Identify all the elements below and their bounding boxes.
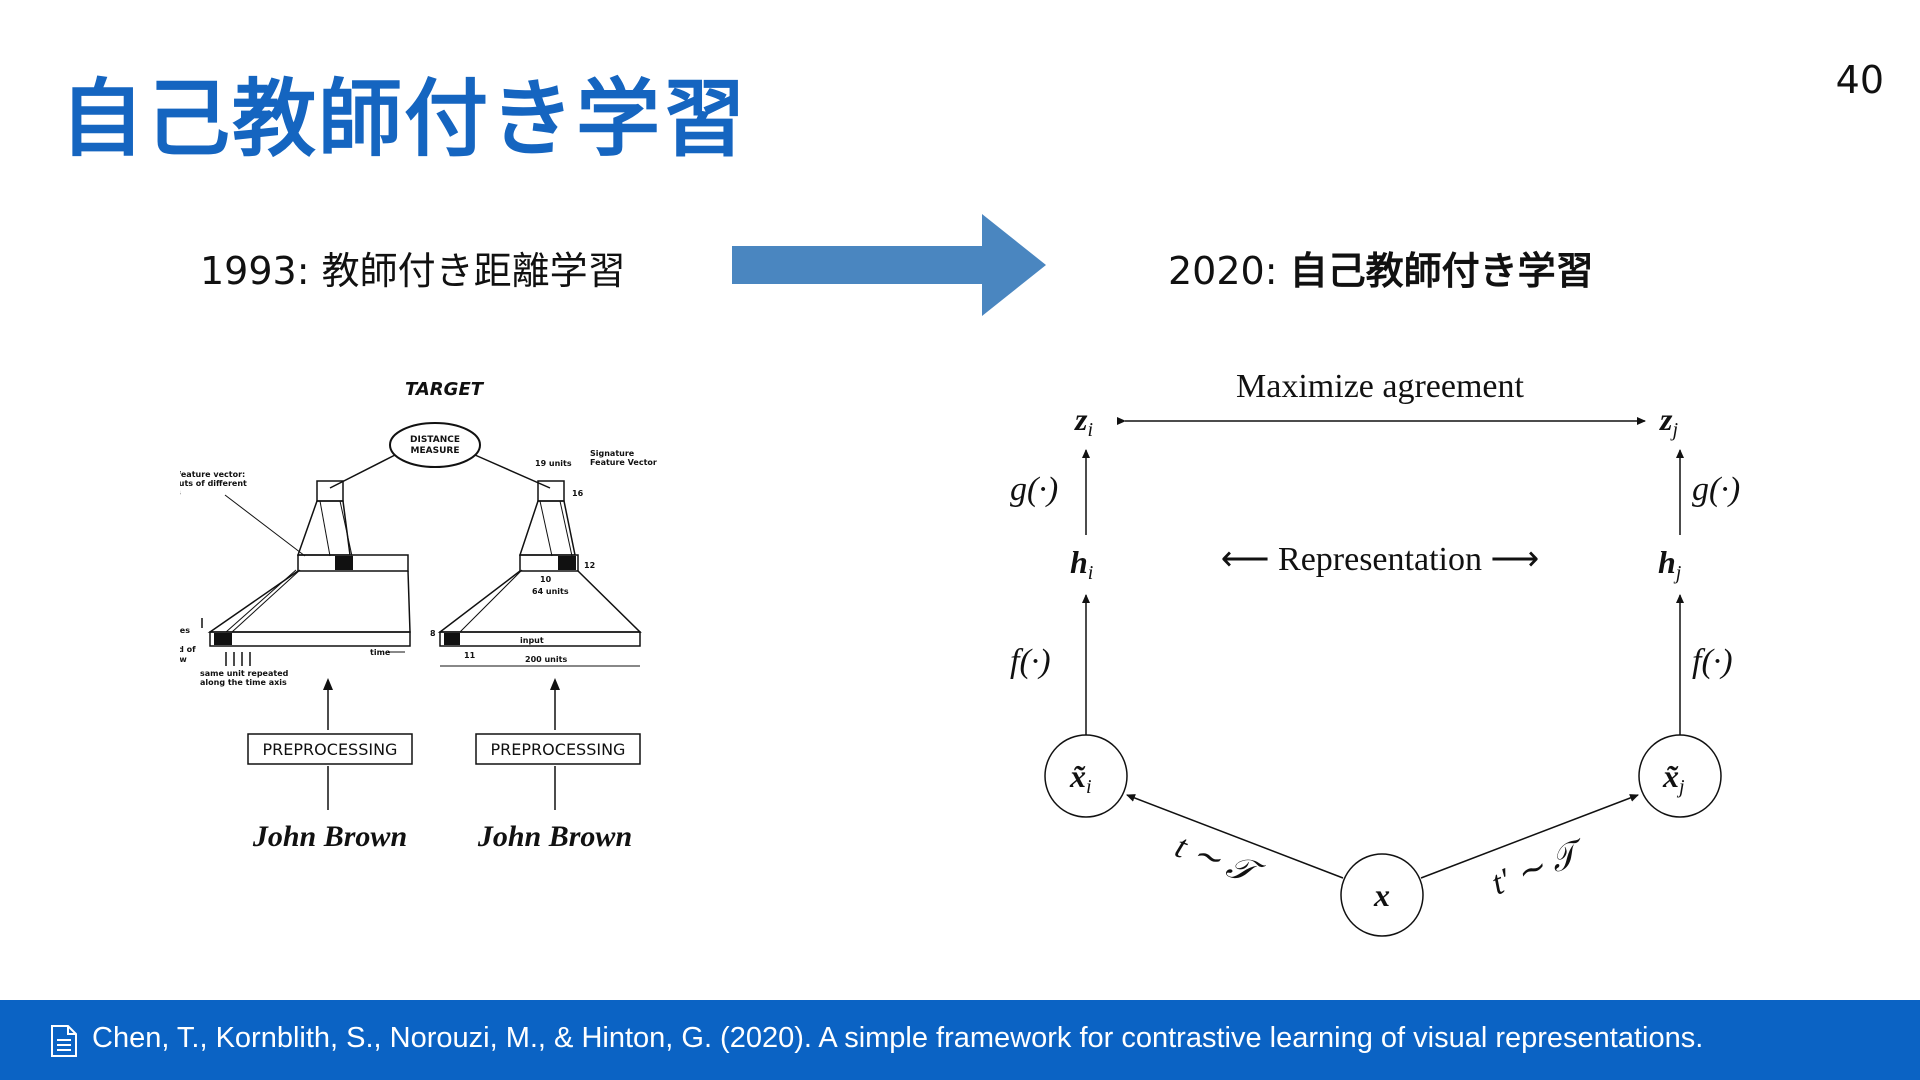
x-node xyxy=(1340,853,1424,937)
distance-measure-label-1: DISTANCE xyxy=(410,435,460,445)
signature-vector-label-1: Signature xyxy=(590,449,635,458)
document-icon xyxy=(51,1025,77,1057)
xi-sub: i xyxy=(1086,776,1092,798)
hj-label: h xyxy=(1658,544,1676,580)
left-heading-text: 教師付き距離学習 xyxy=(321,249,626,293)
xj-sub: j xyxy=(1676,776,1685,798)
preprocessing-right-label: PREPROCESSING xyxy=(491,740,626,759)
xj-node xyxy=(1638,734,1722,818)
siamese-network-diagram: TARGET DISTANCE MEASURE one feature vect… xyxy=(180,379,657,853)
svg-text:x̃i: x̃i xyxy=(1069,758,1092,798)
svg-text:zj: zj xyxy=(1659,401,1678,441)
same-unit-label-1: same unit repeated xyxy=(200,669,289,678)
xj-label: x̃ xyxy=(1662,758,1679,794)
representation-label: ⟵ Representation ⟶ xyxy=(1221,541,1539,578)
xi-node xyxy=(1044,734,1128,818)
preprocessing-right-box xyxy=(475,733,641,765)
signature-right: John Brown xyxy=(477,820,632,853)
signature-left: John Brown xyxy=(252,820,407,853)
t-right-label: t′ ∼ 𝒯 xyxy=(1487,833,1592,903)
signature-vector-label-2: Feature Vector xyxy=(590,458,657,467)
distance-measure-node xyxy=(389,422,481,468)
svg-text:zi: zi xyxy=(1074,401,1093,441)
maximize-agreement-label: Maximize agreement xyxy=(1236,368,1524,405)
simclr-framework-diagram: Maximize agreement zi zj g(·) g(·) hi hj… xyxy=(1010,368,1740,937)
left-hidden-layer xyxy=(297,554,409,572)
zj-label: z xyxy=(1659,401,1673,437)
transition-arrow-icon xyxy=(732,214,1046,316)
right-hidden-layer xyxy=(519,554,579,572)
svg-text:hi: hi xyxy=(1070,544,1093,584)
hi-label: h xyxy=(1070,544,1088,580)
repeat-arrows-icon xyxy=(225,652,251,666)
units200-label: 200 units xyxy=(525,655,567,664)
t-left-label: t ∼ 𝒯 xyxy=(1170,828,1268,895)
left-heading: 1993: 教師付き距離学習 xyxy=(200,240,626,295)
g-right-label: g(·) xyxy=(1692,471,1740,508)
preprocessing-left-box xyxy=(247,733,413,765)
same-unit-label-2: along the time axis xyxy=(200,678,287,687)
right-input-layer xyxy=(439,631,641,647)
left-input-layer xyxy=(209,631,411,647)
input-label: input xyxy=(520,636,544,645)
n10-label: 10 xyxy=(540,575,552,584)
left-year: 1993: xyxy=(200,249,310,293)
n16-label: 16 xyxy=(572,489,584,498)
hj-sub: j xyxy=(1673,562,1682,584)
features-label: features xyxy=(180,626,190,635)
right-year: 2020: xyxy=(1168,249,1278,293)
f-right-label: f(·) xyxy=(1692,643,1733,680)
n12-label: 12 xyxy=(584,561,595,570)
slide-title: 自己教師付き学習 xyxy=(60,70,749,168)
time-label: time xyxy=(370,648,391,657)
distance-measure-label-2: MEASURE xyxy=(411,446,460,456)
reference-footer: Chen, T., Kornblith, S., Norouzi, M., & … xyxy=(0,1000,1920,1080)
svg-text:x̃j: x̃j xyxy=(1662,758,1685,798)
svg-text:hj: hj xyxy=(1658,544,1682,584)
note-feature-vector-1: one feature vector: xyxy=(180,470,245,479)
units19-label: 19 units xyxy=(535,459,572,468)
n11-label: 11 xyxy=(464,651,476,660)
field-of-view-label-2: view xyxy=(180,655,187,664)
zi-label: z xyxy=(1074,401,1088,437)
right-heading: 2020: 自己教師付き学習 xyxy=(1168,240,1594,295)
units64-label: 64 units xyxy=(532,587,569,596)
reference-text[interactable]: Chen, T., Kornblith, S., Norouzi, M., & … xyxy=(92,1022,1704,1054)
note-feature-vector-3: units xyxy=(180,488,181,497)
hi-sub: i xyxy=(1088,562,1094,584)
page-number: 40 xyxy=(1835,58,1884,102)
xi-label: x̃ xyxy=(1069,758,1086,794)
note-feature-vector-2: outputs of different xyxy=(180,479,247,488)
x-label: x xyxy=(1373,877,1390,913)
zj-sub: j xyxy=(1669,419,1678,441)
right-heading-text: 自己教師付き学習 xyxy=(1289,249,1594,293)
n8-label: 8 xyxy=(430,629,436,638)
zi-sub: i xyxy=(1087,419,1093,441)
g-left-label: g(·) xyxy=(1010,471,1058,508)
target-label: TARGET xyxy=(405,379,485,400)
preprocessing-left-label: PREPROCESSING xyxy=(263,740,398,759)
f-left-label: f(·) xyxy=(1010,643,1051,680)
field-of-view-label-1: field of xyxy=(180,645,196,654)
